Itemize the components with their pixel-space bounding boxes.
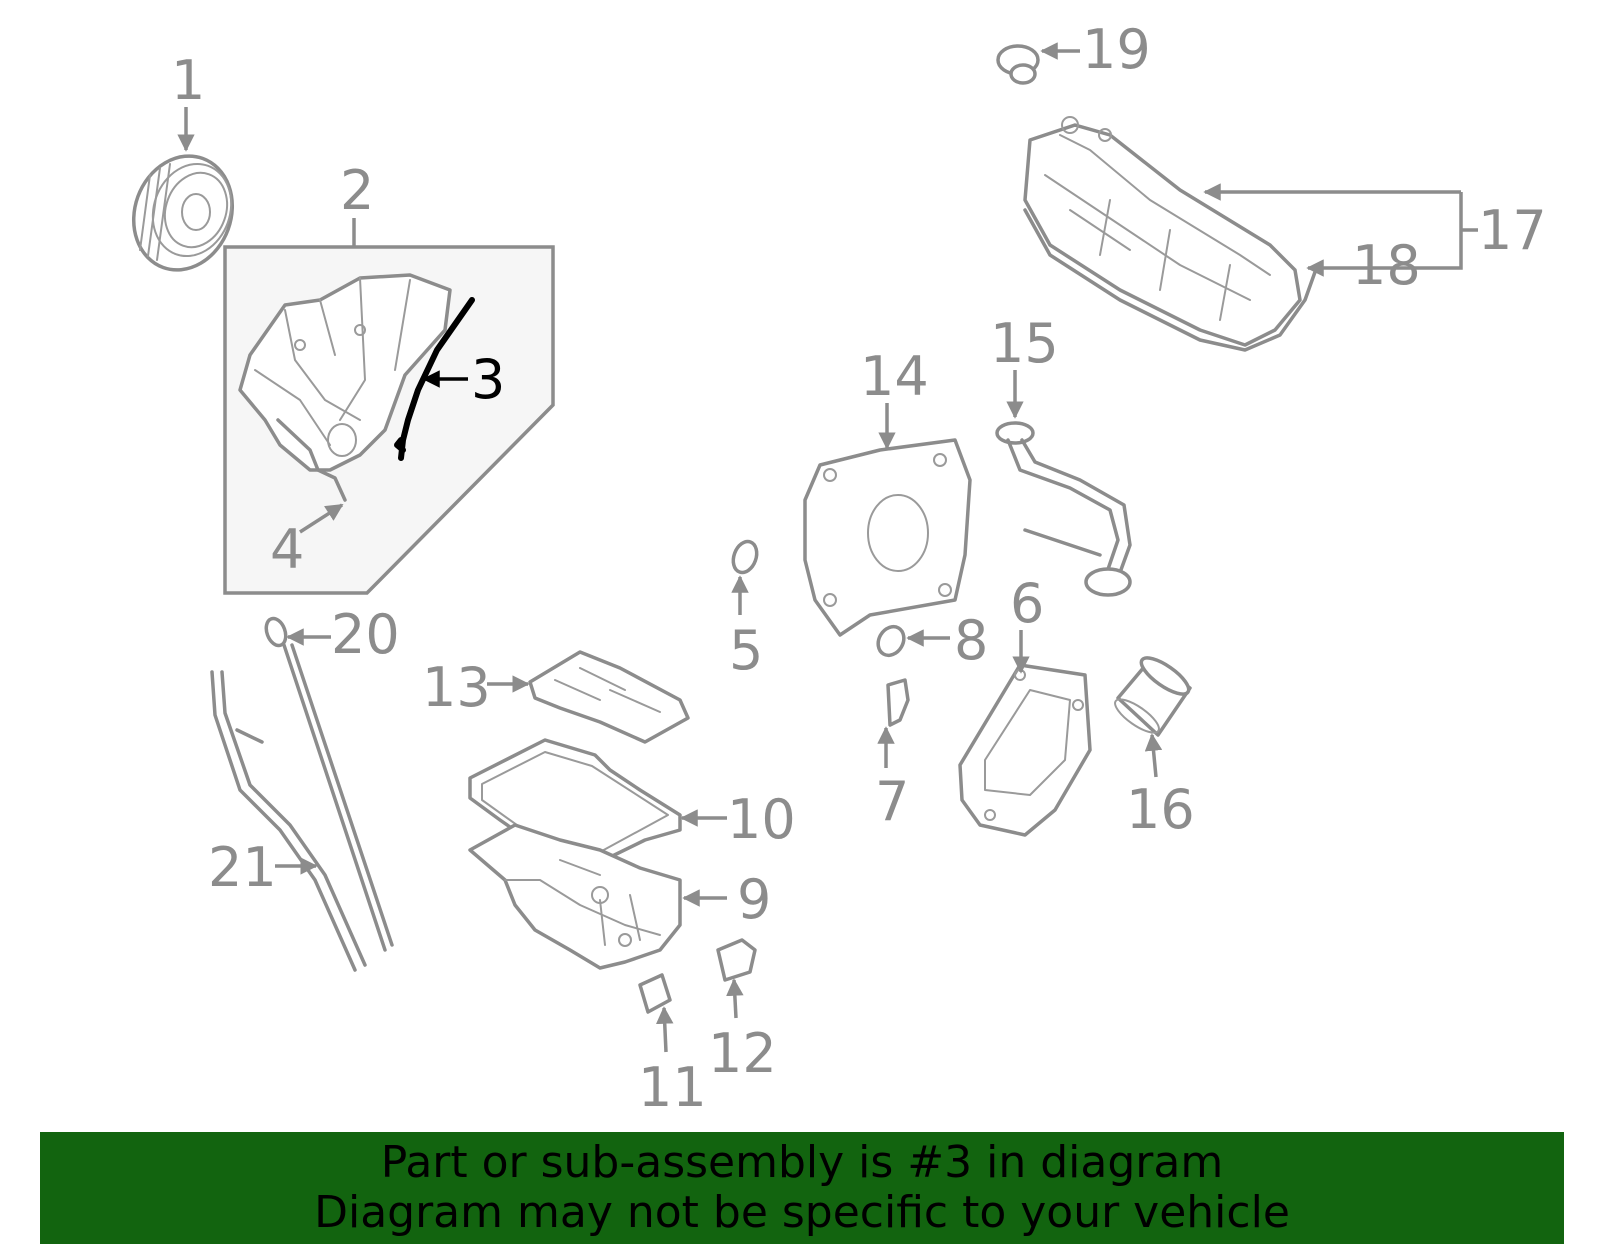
callout-7: 7 — [875, 770, 909, 833]
leader-18 — [1306, 192, 1463, 277]
callout-19: 19 — [1082, 18, 1151, 81]
callout-16: 16 — [1126, 778, 1195, 841]
part-3-tube — [398, 297, 475, 461]
callout-2: 2 — [340, 159, 374, 222]
callout-12: 12 — [708, 1022, 777, 1085]
part-4-gasket — [276, 418, 347, 502]
info-banner: Part or sub-assembly is #3 in diagram Di… — [40, 1132, 1564, 1244]
leader-12 — [726, 978, 744, 1019]
callout-15: 15 — [990, 312, 1059, 375]
callout-5: 5 — [729, 619, 763, 682]
part-18-valve-cover-gasket — [1023, 208, 1317, 352]
part-8-o-ring — [876, 624, 906, 658]
part-12-plate — [716, 938, 757, 982]
callout-14: 14 — [860, 345, 929, 408]
banner-line-1: Part or sub-assembly is #3 in diagram — [380, 1137, 1224, 1188]
callout-4: 4 — [270, 518, 304, 581]
callout-13: 13 — [422, 656, 491, 719]
part-2-front-cover — [238, 273, 452, 472]
part-20-dipstick — [264, 616, 394, 952]
banner-line-2: Diagram may not be specific to your vehi… — [314, 1187, 1290, 1238]
part-11-plate — [638, 973, 672, 1014]
callout-10: 10 — [727, 788, 796, 851]
part-1-crank-pulley — [131, 154, 235, 272]
callout-20: 20 — [331, 603, 400, 666]
callout-9: 9 — [737, 868, 771, 931]
part-13-windage-tray — [528, 650, 690, 744]
callout-17: 17 — [1478, 199, 1547, 262]
callout-21: 21 — [208, 836, 277, 899]
leader-11 — [655, 1006, 674, 1053]
leader-16 — [1144, 733, 1163, 778]
leader-4 — [299, 503, 344, 534]
part-5-seal — [731, 539, 759, 575]
callout-3: 3 — [471, 348, 505, 411]
part-9-oil-pan — [468, 823, 682, 970]
part-17-valve-cover — [1023, 116, 1302, 347]
callout-1: 1 — [171, 49, 205, 112]
callout-18: 18 — [1352, 234, 1421, 297]
callout-8: 8 — [954, 609, 988, 672]
part-15-oil-pickup — [995, 421, 1132, 597]
callout-6: 6 — [1010, 572, 1044, 635]
part-19-oil-cap — [996, 44, 1040, 85]
part-3-tube-end — [394, 437, 406, 453]
part-16-oil-filter — [1114, 656, 1192, 737]
callout-11: 11 — [638, 1056, 707, 1119]
part-21-dipstick-tube — [210, 670, 367, 972]
part-14-cover-plate — [803, 438, 972, 637]
part-7-bracket — [886, 678, 910, 727]
part-6-cover — [958, 663, 1092, 837]
